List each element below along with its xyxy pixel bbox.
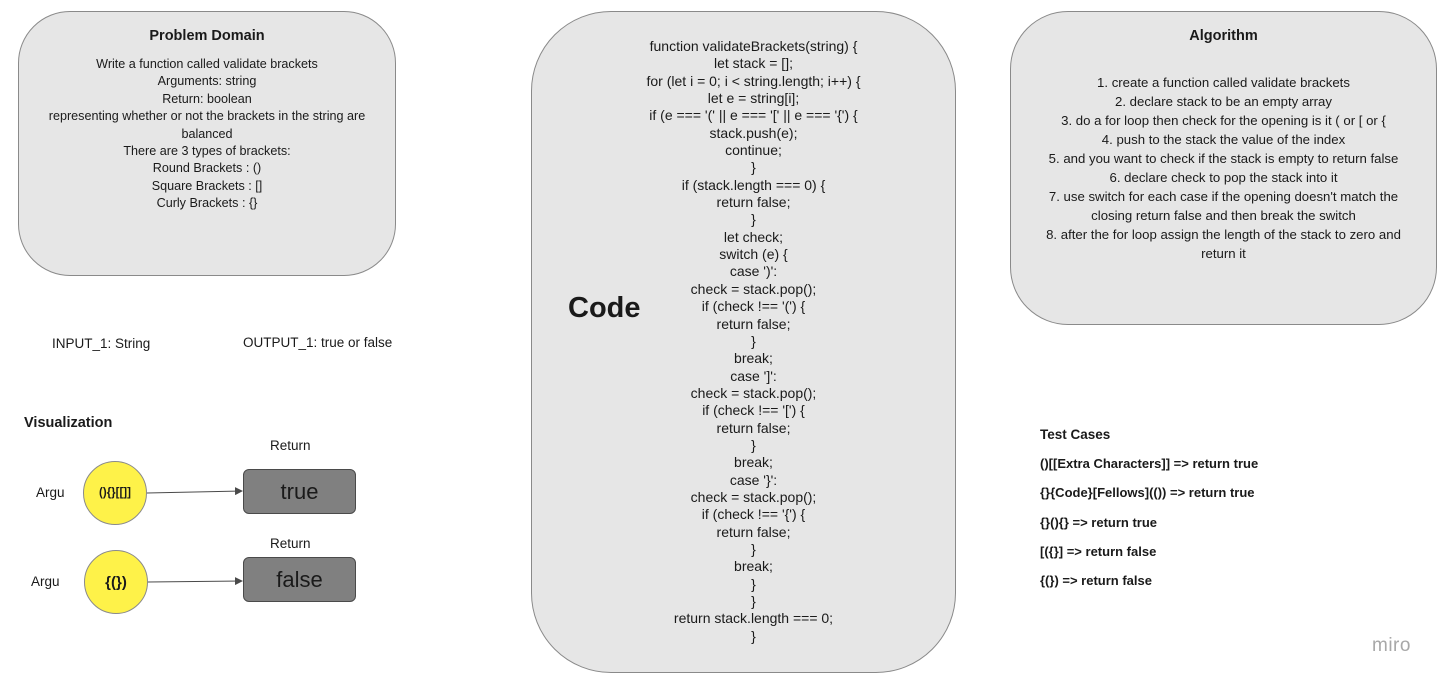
code-line: } [751,436,756,453]
algorithm-title: Algorithm [1189,28,1258,44]
argument-value: {(}) [105,573,127,591]
test-case: {(}) => return false [1040,573,1152,589]
code-line: } [751,575,756,592]
problem-line: There are 3 types of brackets: [123,144,291,159]
problem-line: representing whether or not the brackets… [48,109,366,124]
code-line: function validateBrackets(string) { [649,38,858,54]
algorithm-card[interactable]: Algorithm 1. create a function called va… [1010,11,1437,325]
output-label: OUTPUT_1: true or false [243,335,393,350]
code-line: check = stack.pop(); [690,384,817,401]
problem-line: Return: boolean [162,91,252,106]
algorithm-steps: 1. create a function called validate bra… [1025,73,1422,263]
result-value: false [276,566,323,592]
algorithm-line: 1. create a function called validate bra… [1097,75,1350,90]
problem-line: balanced [181,126,233,141]
result-box[interactable]: true [243,469,356,514]
visualization-title: Visualization [24,415,113,431]
algorithm-line: 2. declare stack to be an empty array [1115,94,1332,109]
algorithm-line: 8. after the for loop assign the length … [1046,227,1401,242]
problem-line: Arguments: string [157,74,257,89]
code-line: break; [734,558,773,575]
algorithm-line: 3. do a for loop then check for the open… [1061,113,1386,128]
argument-value: (){}[[]] [99,487,131,499]
code-line: } [751,159,756,176]
connector-arrow [147,577,243,586]
result-value: true [280,478,319,504]
argument-circle[interactable]: (){}[[]] [83,461,147,525]
argument-circle[interactable]: {(}) [84,550,148,614]
algorithm-line: return it [1201,246,1246,261]
code-line: let stack = []; [714,55,793,72]
code-line: } [751,332,756,349]
code-line: if (check !== '(') { [701,298,806,315]
algorithm-line: 7. use switch for each case if the openi… [1048,189,1399,204]
code-line: continue; [725,142,782,159]
code-line: case ']': [730,367,777,384]
result-box[interactable]: false [243,557,356,602]
test-cases-title: Test Cases [1040,427,1111,442]
code-line: case ')': [729,263,778,280]
code-line: check = stack.pop(); [690,488,817,505]
code-line: if (check !== '{') { [701,506,806,523]
code-line: if (e === '(' || e === '[' || e === '{')… [649,107,858,124]
code-block: function validateBrackets(string) { let … [602,38,905,645]
code-line: return stack.length === 0; [673,610,834,627]
problem-domain-title: Problem Domain [149,28,265,44]
code-line: if (stack.length === 0) { [681,176,826,193]
code-line: return false; [716,523,791,540]
input-label: INPUT_1: String [52,336,151,351]
algorithm-line: 4. push to the stack the value of the in… [1101,132,1346,147]
code-line: let check; [723,228,784,245]
problem-line: Round Brackets : () [152,161,262,176]
code-line: return false; [716,315,791,332]
problem-line: Square Brackets : [] [151,178,263,193]
argument-label: Argu [36,485,65,500]
code-line: } [751,627,756,644]
problem-domain-card[interactable]: Problem Domain Write a function called v… [18,11,396,276]
test-case: [({}] => return false [1040,543,1157,559]
code-line: check = stack.pop(); [690,280,817,297]
code-card[interactable]: function validateBrackets(string) { let … [531,11,956,673]
problem-line: Curly Brackets : {} [156,196,258,211]
code-line: switch (e) { [719,246,788,263]
code-label: Code [568,292,641,324]
code-line: for (let i = 0; i < string.length; i++) … [646,72,861,89]
code-line: if (check !== '[') { [702,402,805,419]
test-case: ()[[Extra Characters]] => return true [1040,456,1259,471]
algorithm-line: 6. declare check to pop the stack into i… [1109,170,1338,185]
problem-line: Write a function called validate bracket… [96,57,318,71]
argument-label: Argu [31,574,60,589]
test-case: {}(){} => return true [1040,514,1158,530]
connector-arrow [146,487,243,496]
code-line: break; [734,454,773,471]
return-label: Return [270,438,311,453]
code-line: return false; [716,194,791,211]
code-line: } [751,540,756,557]
algorithm-line: closing return false and then break the … [1091,208,1356,223]
code-line: } [751,211,756,228]
test-case: {}{Code}[Fellows](()) => return true [1040,485,1255,501]
algorithm-line: 5. and you want to check if the stack is… [1048,151,1399,166]
code-line: stack.push(e); [709,124,798,141]
return-label: Return [270,536,311,551]
problem-domain-text: Write a function called validate bracket… [33,56,381,213]
code-line: case '}': [729,471,778,488]
code-line: let e = string[i]; [707,90,800,107]
test-cases-list: ()[[Extra Characters]] => return true {}… [1040,456,1258,602]
code-line: return false; [716,419,791,436]
code-line: } [751,593,756,609]
code-line: break; [734,350,773,367]
miro-logo: miro [1372,635,1411,656]
